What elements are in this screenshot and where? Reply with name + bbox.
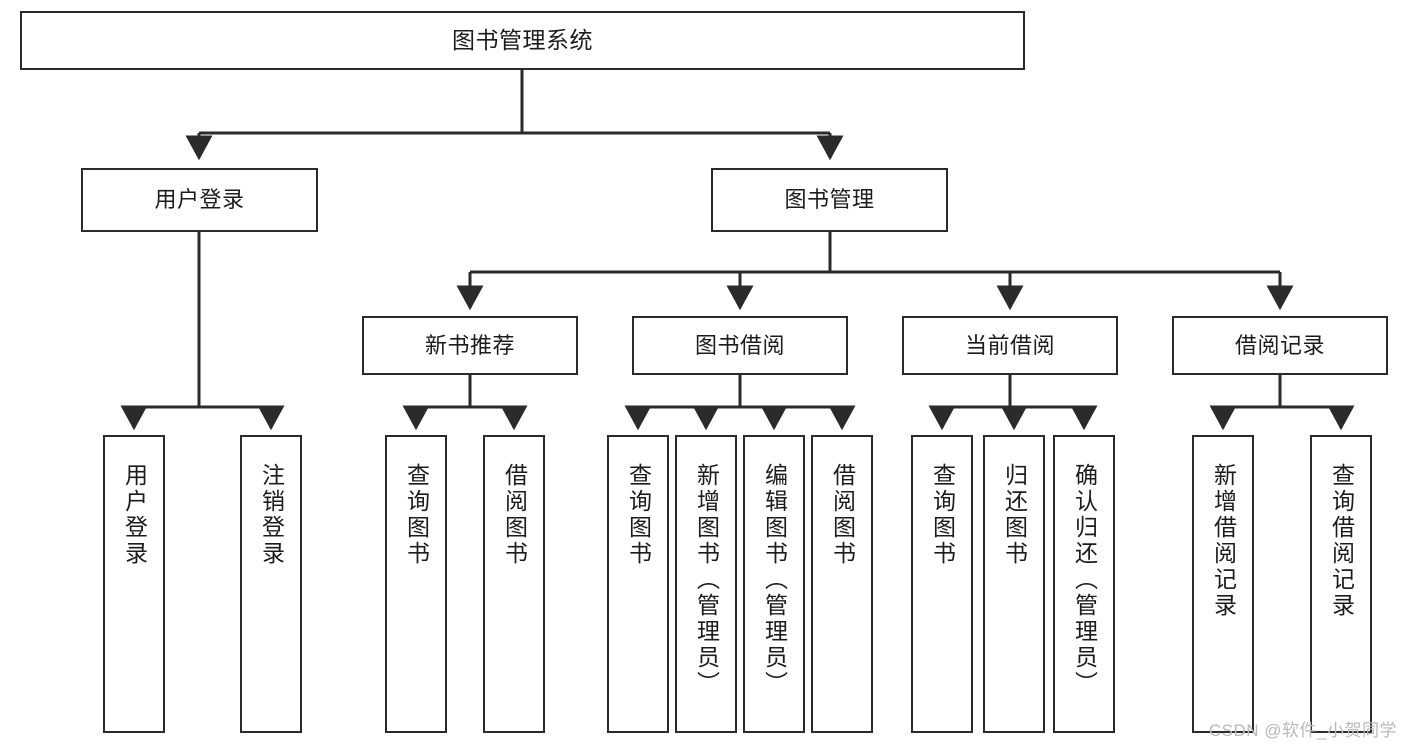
- node-label: 图书借阅: [694, 332, 785, 358]
- node-label: 新增借阅记录: [1210, 463, 1237, 619]
- node-label: 借阅图书: [829, 463, 856, 567]
- leaf-query-book-current[interactable]: 查询图书: [911, 435, 973, 733]
- leaf-edit-book-admin[interactable]: 编辑图书（管理员）: [743, 435, 805, 733]
- leaf-add-borrow-record[interactable]: 新增借阅记录: [1192, 435, 1254, 733]
- node-label: 新增图书（管理员）: [693, 463, 720, 697]
- leaf-return-book[interactable]: 归还图书: [983, 435, 1045, 733]
- node-label: 查询图书: [625, 463, 652, 567]
- leaf-query-borrow-record[interactable]: 查询借阅记录: [1310, 435, 1372, 733]
- node-label: 借阅图书: [501, 463, 528, 567]
- leaf-confirm-return-admin[interactable]: 确认归还（管理员）: [1053, 435, 1115, 733]
- leaf-query-book-borrowing[interactable]: 查询图书: [607, 435, 669, 733]
- node-new-book-recommendation[interactable]: 新书推荐: [362, 316, 578, 375]
- node-library-management-system[interactable]: 图书管理系统: [20, 11, 1025, 70]
- node-label: 新书推荐: [424, 332, 515, 358]
- node-borrow-records[interactable]: 借阅记录: [1172, 316, 1388, 375]
- leaf-borrow-book-new-recommendation[interactable]: 借阅图书: [483, 435, 545, 733]
- node-label: 编辑图书（管理员）: [761, 463, 788, 697]
- node-label: 当前借阅: [964, 332, 1055, 358]
- node-label: 用户登录: [121, 463, 148, 567]
- node-label: 借阅记录: [1234, 332, 1325, 358]
- leaf-borrow-book-borrowing[interactable]: 借阅图书: [811, 435, 873, 733]
- node-label: 图书管理: [784, 187, 875, 213]
- leaf-query-book-new-recommendation[interactable]: 查询图书: [385, 435, 447, 733]
- node-user-login[interactable]: 用户登录: [81, 168, 318, 232]
- node-label: 查询借阅记录: [1328, 463, 1355, 619]
- node-label: 确认归还（管理员）: [1071, 463, 1098, 697]
- node-current-borrowing[interactable]: 当前借阅: [902, 316, 1118, 375]
- watermark: CSDN @软件_小贺同学: [1208, 721, 1397, 740]
- node-label: 查询图书: [929, 463, 956, 567]
- node-label: 归还图书: [1001, 463, 1028, 567]
- node-label: 查询图书: [403, 463, 430, 567]
- node-book-borrowing[interactable]: 图书借阅: [632, 316, 848, 375]
- leaf-add-book-admin[interactable]: 新增图书（管理员）: [675, 435, 737, 733]
- node-label: 用户登录: [154, 187, 245, 213]
- leaf-logout[interactable]: 注销登录: [240, 435, 302, 733]
- node-label: 图书管理系统: [452, 27, 593, 54]
- leaf-user-login[interactable]: 用户登录: [103, 435, 165, 733]
- node-label: 注销登录: [258, 463, 285, 567]
- node-book-management[interactable]: 图书管理: [711, 168, 948, 232]
